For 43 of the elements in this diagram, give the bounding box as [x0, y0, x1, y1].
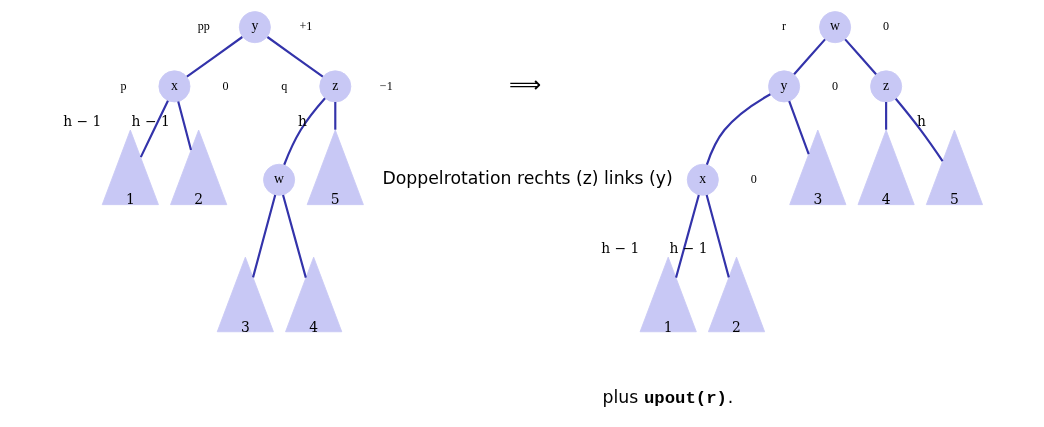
node-circle: x: [686, 163, 719, 196]
label: Doppelrotation rechts (z) links (y): [381, 168, 673, 189]
node-circle: y: [238, 11, 271, 44]
node-label: h − 1: [668, 239, 708, 256]
connector: [266, 36, 323, 78]
node-circle: x: [157, 70, 190, 103]
connector: [176, 101, 192, 151]
connector: [843, 38, 877, 75]
label: plus upout(r).: [601, 387, 733, 409]
node-label: h: [916, 112, 926, 129]
connector: [705, 93, 771, 165]
connector: [894, 98, 943, 162]
connector: [251, 194, 276, 278]
node-circle: w: [818, 11, 851, 44]
connector: [333, 101, 336, 130]
node-label: h: [297, 112, 307, 129]
node-circle: z: [869, 70, 902, 103]
node-label: +1: [298, 19, 312, 34]
node-label: h − 1: [131, 112, 170, 129]
node-label: r: [781, 19, 786, 34]
node-label: pp: [197, 19, 210, 34]
connector: [282, 97, 326, 166]
connector: [185, 36, 243, 78]
connector: [884, 101, 887, 130]
node-circle: z: [318, 70, 351, 103]
connector: [792, 38, 826, 75]
connector: [139, 100, 169, 158]
node-label: 0: [882, 19, 889, 34]
node-label: 0: [831, 78, 838, 93]
connector: [787, 100, 810, 155]
connector: [674, 194, 700, 278]
node-label: h − 1: [600, 239, 639, 256]
label: ⟹: [508, 70, 541, 97]
node-label: 0: [750, 171, 757, 186]
connector: [281, 194, 307, 278]
node-label: p: [119, 78, 126, 93]
connector: [705, 194, 730, 278]
node-label: 0: [221, 78, 228, 93]
node-circle: y: [767, 70, 800, 103]
node-label: q: [280, 78, 287, 93]
node-circle: w: [262, 163, 295, 196]
node-label: −1: [379, 78, 393, 93]
node-label: h − 1: [62, 112, 101, 129]
